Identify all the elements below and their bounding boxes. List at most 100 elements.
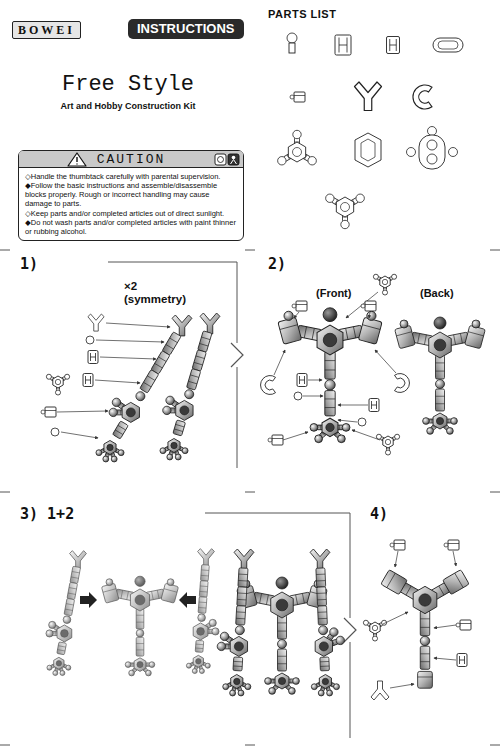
ball-joint — [235, 626, 244, 635]
bar-groove — [147, 376, 155, 381]
connector-stud — [456, 623, 460, 627]
hex-hub — [54, 657, 64, 669]
bar-body — [320, 657, 330, 671]
ball-joint — [163, 406, 171, 414]
ball-joint — [65, 374, 70, 379]
ball-joint — [315, 435, 323, 443]
child-icon-body — [231, 160, 237, 165]
bar-groove — [121, 590, 123, 598]
bar-body — [57, 642, 67, 655]
ball-joint — [308, 157, 316, 165]
bar-groove — [339, 425, 340, 430]
link-bar — [151, 351, 170, 374]
ball-joint — [146, 670, 152, 676]
leader-arrow — [96, 340, 164, 342]
claw-part — [371, 681, 389, 700]
double-hub-hole — [427, 154, 437, 164]
link-bar — [173, 420, 186, 436]
ball-joint — [372, 636, 377, 641]
link-bar — [186, 369, 200, 390]
bar-groove — [209, 629, 210, 633]
link-bar — [325, 352, 335, 380]
link-bar — [67, 582, 77, 599]
ball-joint — [338, 435, 346, 443]
section-tick — [0, 492, 10, 493]
ball-joint — [327, 690, 333, 696]
bar-body — [70, 566, 80, 583]
ball-joint — [112, 398, 120, 406]
bar-groove — [200, 343, 209, 346]
clamp-part — [413, 85, 432, 109]
bar-groove — [406, 586, 411, 595]
bar-groove — [233, 661, 242, 663]
hex-hub — [370, 622, 380, 634]
h-block — [88, 351, 98, 364]
connector-block — [394, 540, 405, 550]
bar-groove — [454, 335, 456, 345]
hex-hole — [107, 444, 113, 450]
pod-body — [101, 583, 119, 603]
shoulder-pod — [101, 583, 119, 603]
pod-body — [395, 325, 416, 348]
leader-arrow — [106, 323, 170, 327]
ball-joint — [363, 620, 368, 625]
link-bar — [136, 609, 144, 629]
bar-body — [140, 370, 159, 393]
connector-line — [45, 410, 56, 411]
double-hub-hole — [427, 140, 437, 150]
connector-stud — [444, 543, 448, 547]
bar-groove — [236, 611, 245, 613]
claw-part — [88, 314, 104, 331]
hex-hole — [276, 599, 288, 611]
leader-arrow — [100, 357, 156, 359]
hex-hole — [137, 662, 143, 668]
bar-body — [420, 646, 429, 669]
ball-joint — [447, 428, 454, 435]
ball-joint — [106, 579, 113, 586]
hex-hole — [234, 678, 240, 684]
shoulder-pod — [278, 317, 302, 344]
ball-joint — [342, 424, 350, 432]
link-bar — [278, 615, 287, 639]
bar-body — [233, 657, 243, 671]
ball-joint — [278, 640, 287, 649]
child-icon — [228, 154, 239, 165]
hex-hole — [341, 203, 350, 212]
ball-joint — [451, 418, 458, 425]
bar-groove — [188, 381, 197, 384]
caution-item: ◆Do not wash parts and/or completed arti… — [25, 218, 238, 236]
panel-line — [205, 513, 350, 738]
bar-body — [420, 611, 429, 636]
ball-joint — [427, 428, 434, 435]
pod-edge — [280, 325, 298, 330]
bar-body — [325, 352, 335, 380]
shoulder-pod — [465, 325, 486, 348]
bar-groove — [436, 396, 445, 397]
ball-joint — [63, 616, 71, 624]
bar-groove — [195, 648, 203, 650]
label-box: 1) — [20, 255, 38, 273]
hex-hole — [197, 628, 205, 636]
ball-joint — [325, 380, 335, 390]
bar-groove — [418, 333, 420, 343]
ball-joint — [186, 663, 191, 668]
bar-groove — [436, 362, 445, 363]
section-tick — [245, 492, 255, 493]
hex-hub — [53, 376, 63, 388]
connector-block — [365, 301, 376, 311]
ball-joint — [373, 274, 378, 279]
bar-body — [136, 609, 144, 629]
label-box: (Back) — [420, 287, 454, 299]
h-block — [335, 35, 351, 55]
bar-groove — [436, 371, 445, 372]
claw-part — [355, 82, 382, 111]
hex-hub — [168, 439, 180, 453]
hex-hole — [61, 630, 69, 638]
h-mark — [91, 353, 96, 361]
bar-groove — [228, 644, 229, 649]
section-tick — [490, 492, 500, 493]
shoulder-pod — [237, 585, 258, 608]
bar-groove — [136, 649, 144, 650]
bar-groove — [353, 327, 355, 338]
bar-groove — [325, 360, 335, 361]
